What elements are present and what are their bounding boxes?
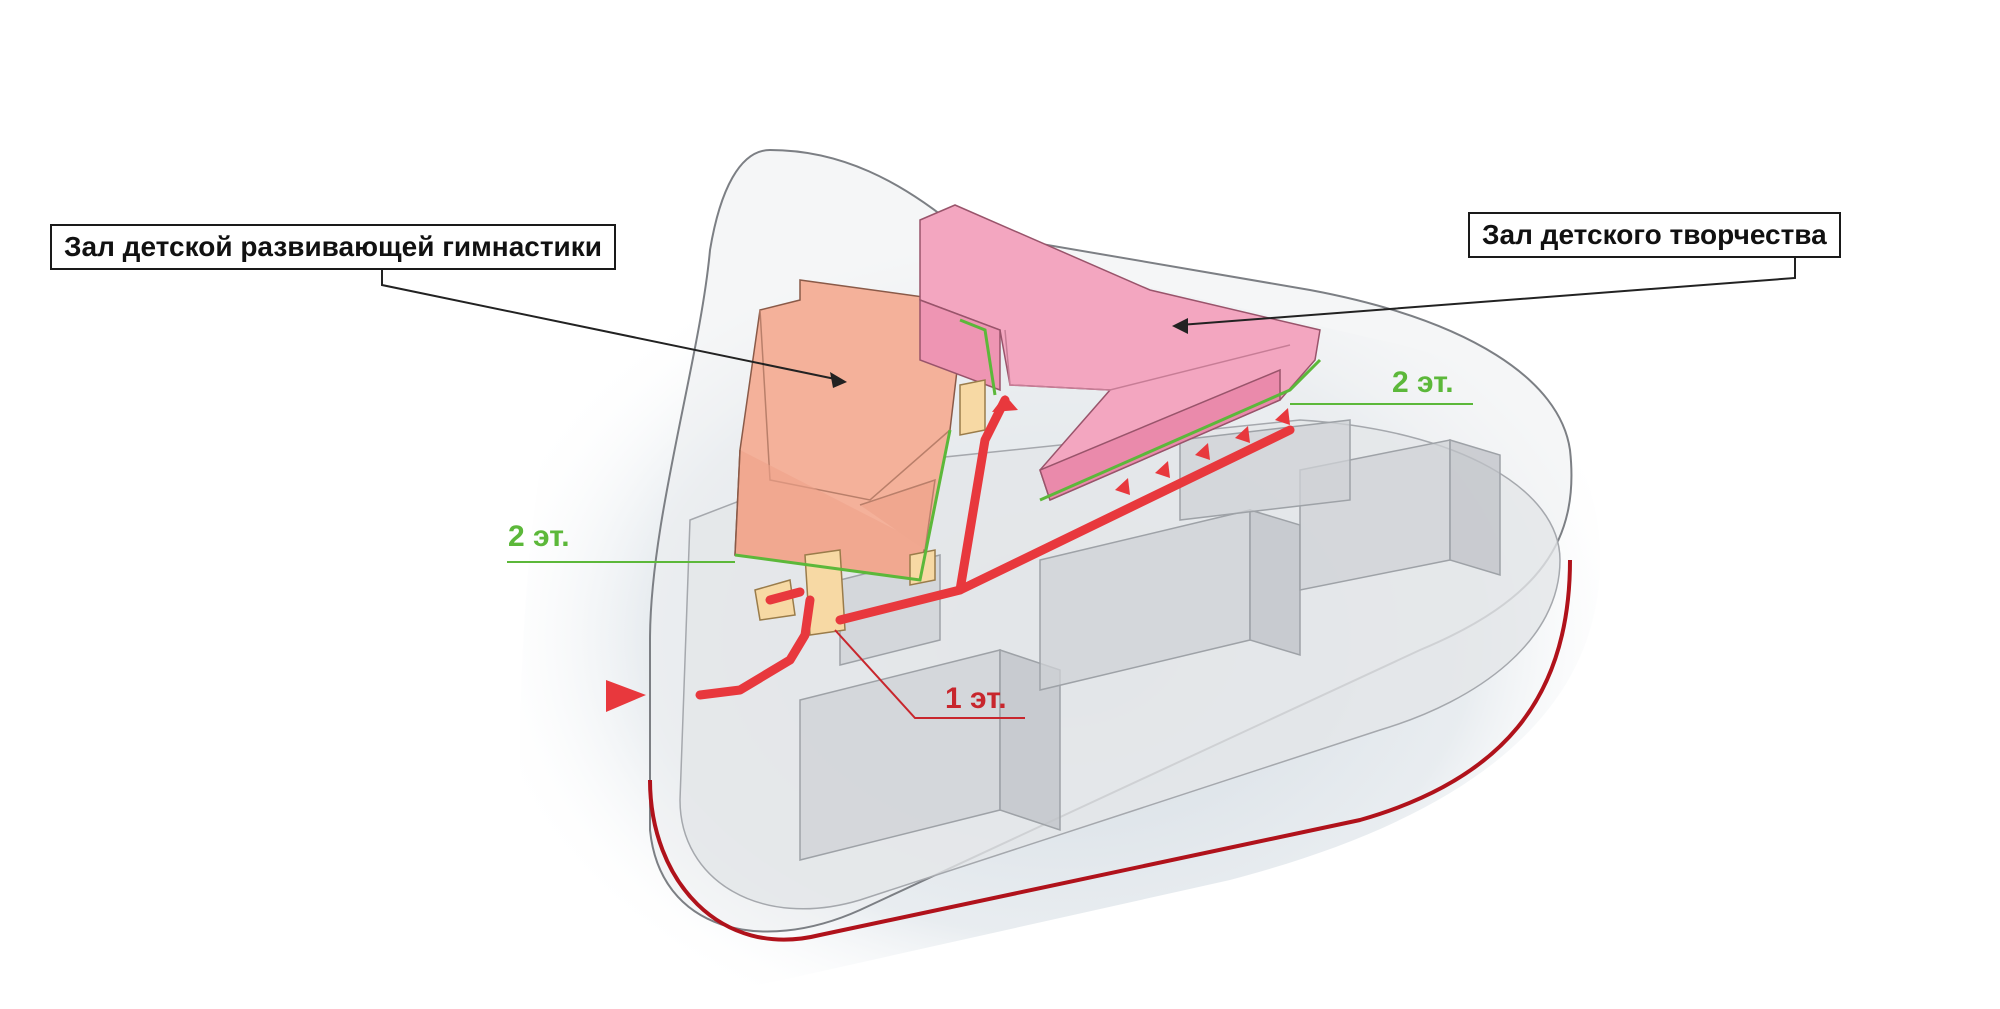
creativity-hall-block [919,204,1321,502]
floor2-right-label: 2 эт. [1392,366,1454,399]
floor2-left-label: 2 эт. [508,520,570,553]
gym-leader-arrowhead [830,372,847,388]
ground-floor-volumes [799,419,1501,861]
circulation-route [695,395,1295,700]
entry-arrow-icon [606,680,646,712]
creativity-hall-label: Зал детского творчества [1468,212,1841,258]
route-arrows [992,395,1290,495]
floor1-label: 1 эт. [945,682,1007,715]
floor1-line [834,629,1025,719]
gym-hall-block [734,279,961,581]
gym-hall-label: Зал детской развивающей гимнастики [50,224,616,270]
creativity-leader-arrowhead [1172,318,1188,334]
leader-lines [381,258,1796,381]
building-envelope-base [648,559,1572,942]
second-floor-contours [734,318,1322,582]
